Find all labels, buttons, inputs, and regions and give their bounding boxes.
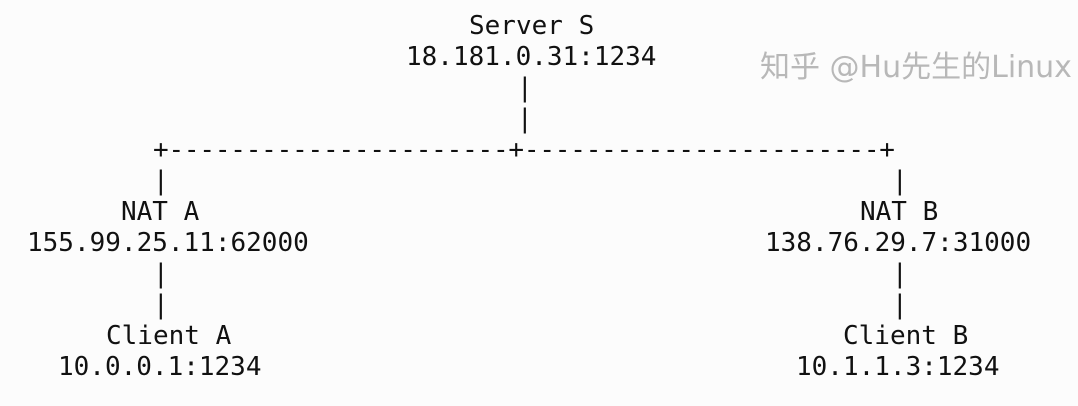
client-b-link: | xyxy=(892,290,908,320)
client-b-link: | xyxy=(892,259,908,289)
server-address: 18.181.0.31:1234 xyxy=(406,42,657,72)
nat-b-link: | xyxy=(892,166,908,196)
server-name: Server S xyxy=(469,11,595,41)
client-b-address: 10.1.1.3:1234 xyxy=(796,352,1000,382)
server-link: | xyxy=(517,104,533,134)
client-a-address: 10.0.0.1:1234 xyxy=(58,352,262,382)
bus-line: +----------------------+----------------… xyxy=(153,135,895,165)
nat-a-name: NAT A xyxy=(121,197,200,227)
client-a-link: | xyxy=(153,290,169,320)
server-link: | xyxy=(517,73,533,103)
nat-a-link: | xyxy=(153,166,169,196)
client-a-link: | xyxy=(153,259,169,289)
watermark: 知乎 @Hu先生的Linux xyxy=(760,50,1072,85)
client-b-name: Client B xyxy=(843,321,969,351)
nat-b-address: 138.76.29.7:31000 xyxy=(765,228,1032,258)
client-a-name: Client A xyxy=(106,321,232,351)
nat-b-name: NAT B xyxy=(860,197,939,227)
nat-a-address: 155.99.25.11:62000 xyxy=(27,228,309,258)
